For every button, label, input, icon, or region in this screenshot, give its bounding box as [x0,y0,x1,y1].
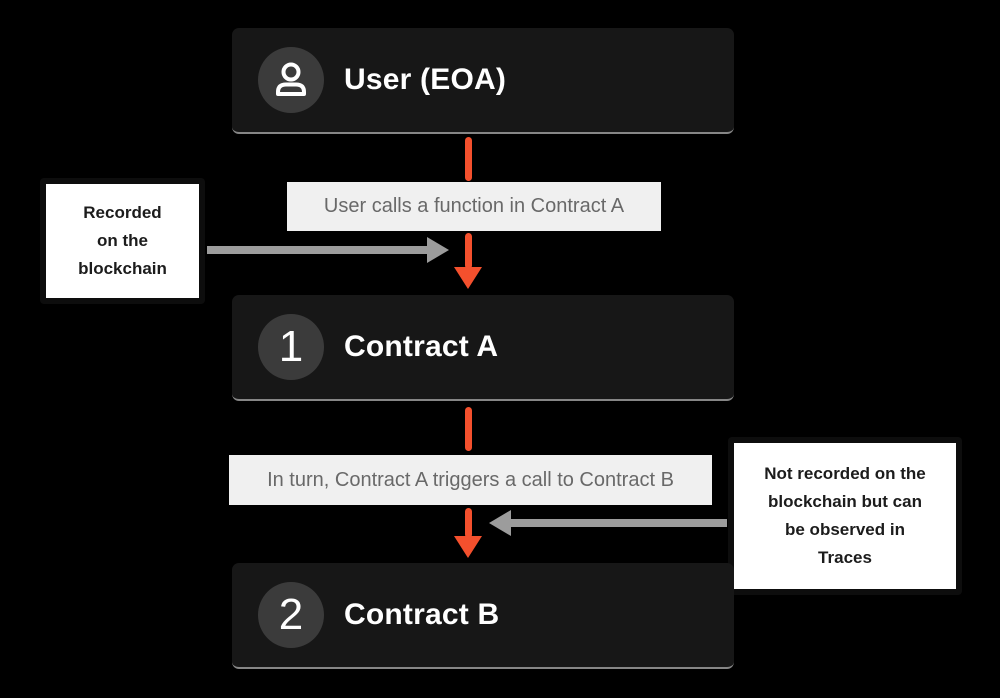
user-badge [258,47,324,113]
flow-label-call-1: User calls a function in Contract A [287,182,661,231]
note-line: be observed in [785,520,905,539]
arrow-down-segment-1 [465,137,472,181]
contract-a-badge: 1 [258,314,324,380]
node-title-contract-a: Contract A [344,330,499,363]
note-line: blockchain [78,259,167,278]
flow-label-call-2: In turn, Contract A triggers a call to C… [229,455,712,505]
note-recorded-on-blockchain: Recorded on the blockchain [40,178,205,304]
contract-a-number: 1 [278,322,304,371]
node-title-contract-b: Contract B [344,598,500,631]
note-not-recorded-traces: Not recorded on the blockchain but can b… [728,437,962,595]
user-icon [276,62,306,96]
contract-b-badge: 2 [258,582,324,648]
arrow-down-head-2 [454,536,482,558]
contract-b-number: 2 [278,590,304,639]
gray-arrow-right-head [427,237,449,263]
note-line: Recorded [83,203,162,222]
note-line: Not recorded on the [764,464,926,483]
arrow-down-segment-2 [465,233,472,269]
note-line: blockchain but can [768,492,922,511]
arrow-down-head-1 [454,267,482,289]
gray-arrow-right-shaft [207,246,429,254]
note-line: Traces [818,548,872,567]
gray-arrow-left-shaft [510,519,727,527]
arrow-down-segment-4 [465,508,472,538]
arrow-down-segment-3 [465,407,472,451]
node-contract-b: 2 Contract B [232,563,734,669]
node-contract-a: 1 Contract A [232,295,734,401]
gray-arrow-left-head [489,510,511,536]
note-line: on the [97,231,148,250]
node-user-eoa: User (EOA) [232,28,734,134]
node-title-user: User (EOA) [344,63,507,96]
